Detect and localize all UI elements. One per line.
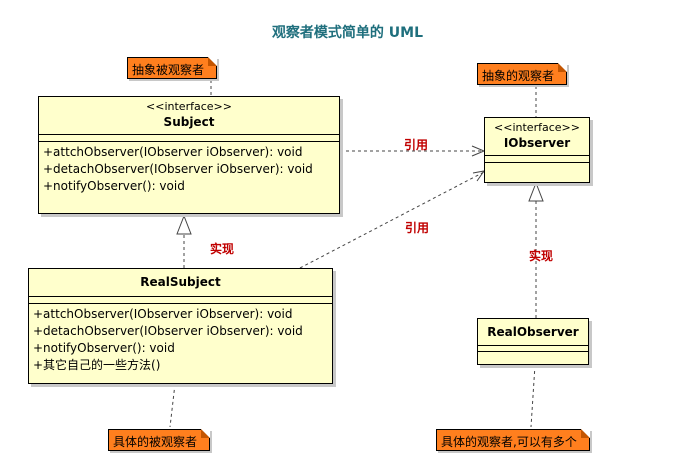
realsubject-operations: +attchObserver(IObserver iObserver): voi… (29, 304, 332, 376)
note-concrete-observer: 具体的观察者,可以有多个 (436, 429, 590, 451)
iobserver-header: <<interface>> IObserver (485, 118, 589, 156)
subject-attributes (39, 135, 339, 142)
subject-header: <<interface>> Subject (39, 97, 339, 135)
note-abstract-observer: 抽象的观察者 (477, 63, 568, 85)
reference-label-2: 引用 (405, 221, 430, 235)
subject-operation: +attchObserver(IObserver iObserver): voi… (43, 145, 303, 159)
iobserver-stereotype: <<interface>> (494, 121, 580, 134)
realize-label-2: 实现 (529, 249, 554, 263)
subject-operations: +attchObserver(IObserver iObserver): voi… (39, 142, 339, 197)
note-abstract-subject: 抽象被观察者 (127, 57, 218, 79)
realsubject-operation: +detachObserver(IObserver iObserver): vo… (33, 324, 303, 338)
realize-triangle-subject (176, 214, 192, 235)
note-concrete-subject: 具体的被观察者 (108, 429, 211, 451)
subject-operation: +notifyObserver(): void (43, 179, 185, 193)
realize-label-1: 实现 (210, 242, 235, 256)
iobserver-attributes (485, 156, 589, 163)
note-anchor-concrete-observer (530, 364, 536, 428)
subject-name: Subject (163, 115, 215, 129)
realsubject-operation: +notifyObserver(): void (33, 341, 175, 355)
note-anchor-concrete-subject (169, 383, 176, 428)
realsubject-operation: +其它自己的一些方法() (33, 358, 161, 372)
realobserver-attributes (478, 346, 588, 352)
reference-label-1: 引用 (404, 138, 429, 152)
realsubject-name: RealSubject (140, 275, 221, 289)
subject-stereotype: <<interface>> (146, 100, 232, 113)
iobserver-class[interactable]: <<interface>> IObserver (484, 117, 590, 183)
realobserver-header: RealObserver (478, 319, 588, 346)
reference-arrowhead-1 (471, 145, 486, 157)
realize-triangle-iobserver (528, 181, 544, 202)
diagram-title: 观察者模式简单的 UML (271, 25, 424, 41)
realsubject-header: RealSubject (29, 269, 332, 297)
subject-operation: +detachObserver(IObserver iObserver): vo… (43, 162, 313, 176)
realsubject-operation: +attchObserver(IObserver iObserver): voi… (33, 307, 293, 321)
realsubject-class[interactable]: RealSubject +attchObserver(IObserver iOb… (28, 268, 333, 384)
subject-class[interactable]: <<interface>> Subject +attchObserver(IOb… (38, 96, 340, 214)
realobserver-class[interactable]: RealObserver (477, 318, 589, 365)
realobserver-name: RealObserver (487, 325, 579, 339)
realsubject-attributes (29, 297, 332, 304)
reference-arrowhead-2 (472, 170, 486, 182)
iobserver-name: IObserver (503, 136, 571, 150)
